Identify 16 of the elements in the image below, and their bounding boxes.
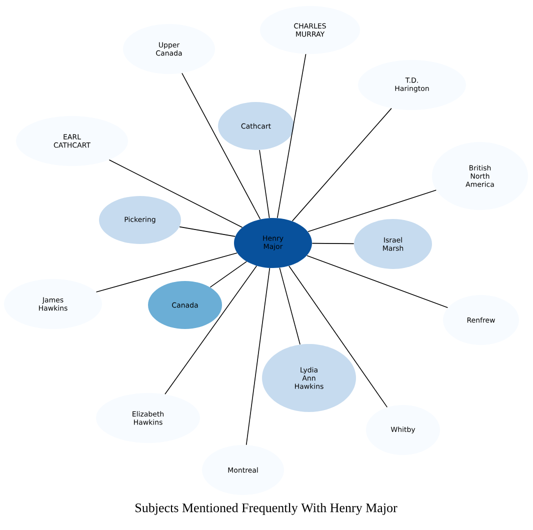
- connector-line: [210, 261, 247, 288]
- connector-line: [312, 242, 354, 244]
- connector-line: [179, 226, 236, 237]
- connector-line: [279, 267, 300, 345]
- connector-line: [108, 159, 243, 228]
- connector-line: [292, 108, 392, 222]
- connector-line: [276, 54, 306, 218]
- connector-line: [182, 72, 261, 220]
- connector-line: [288, 266, 388, 408]
- connector-line: [308, 190, 437, 232]
- connector-line: [306, 255, 448, 308]
- connector-line: [96, 252, 238, 292]
- diagram-title: Subjects Mentioned Frequently With Henry Major: [136, 503, 398, 515]
- connector-line: [246, 268, 270, 446]
- connector-line: [164, 266, 258, 395]
- connector-line: [259, 150, 270, 218]
